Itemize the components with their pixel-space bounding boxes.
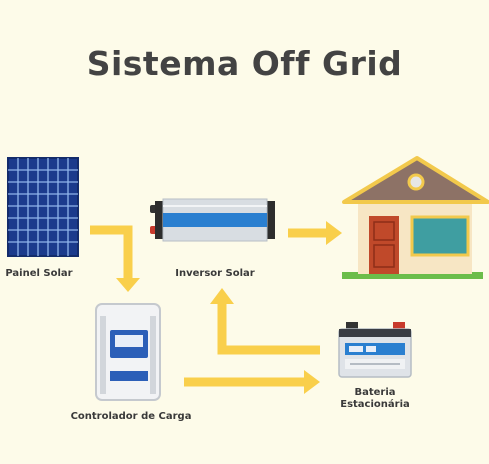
inverter-label: Inversor Solar	[175, 268, 255, 279]
battery-label-line1: Bateria	[354, 387, 396, 398]
solar-panel-label: Painel Solar	[5, 268, 73, 279]
inverter-icon	[150, 198, 275, 242]
arrow-battery-to-inverter	[217, 302, 320, 355]
house-icon	[342, 156, 489, 279]
charge-controller-icon	[95, 303, 161, 401]
diagram-title: Sistema Off Grid	[86, 44, 403, 83]
battery-icon	[338, 322, 412, 378]
arrow-panel-to-controller	[90, 225, 133, 280]
controller-label: Controlador de Carga	[70, 411, 192, 422]
battery-label-line2: Estacionária	[340, 399, 410, 410]
solar-panel-icon	[7, 157, 79, 257]
